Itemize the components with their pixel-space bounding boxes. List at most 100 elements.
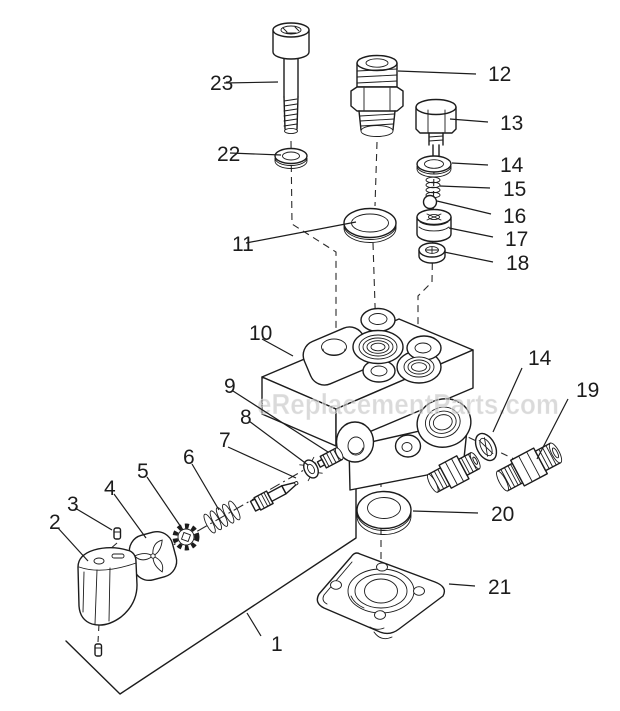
leader-line — [412, 510, 479, 514]
callout-9-threaded-plug: 9 — [224, 375, 329, 453]
callout-number: 13 — [500, 112, 523, 135]
leader-line — [246, 612, 262, 637]
part-12-valve-fitting — [350, 54, 404, 137]
part-1-assembly-line — [65, 457, 357, 695]
leader-line — [245, 221, 357, 244]
callout-14-washer-right: 14 — [492, 347, 552, 433]
part-18-seat-nut — [418, 242, 446, 264]
part-2-knob-bottom-pin — [94, 643, 103, 657]
callout-23-socket-head-bolt: 23 — [210, 72, 279, 95]
callout-number: 15 — [503, 178, 526, 201]
callout-number: 7 — [219, 429, 231, 452]
leader-line — [232, 390, 329, 453]
callout-number: 22 — [217, 143, 240, 166]
leader-line — [448, 583, 476, 587]
part-7-needle-valve — [249, 481, 299, 512]
callout-number: 10 — [249, 322, 272, 345]
part-17-valve-seat — [416, 208, 452, 243]
leader-line — [397, 70, 477, 75]
callout-number: 19 — [576, 379, 599, 402]
part-19-hex-nipple-fitting — [496, 442, 563, 492]
callout-number: 11 — [232, 233, 254, 256]
part-8-lock-nut — [299, 456, 323, 482]
leader-line — [451, 162, 489, 166]
callout-number: 5 — [137, 460, 149, 483]
callout-number: 8 — [240, 406, 252, 429]
leader-line — [536, 398, 569, 460]
leader-line — [439, 185, 491, 189]
part-13-hex-cap — [415, 98, 457, 161]
part-unlabeled-fitting — [426, 452, 481, 493]
leader-line — [113, 493, 147, 539]
leader-line — [223, 81, 279, 84]
leader-line — [492, 367, 523, 433]
leader-line — [443, 251, 494, 263]
callout-15-small-spring: 15 — [439, 178, 526, 201]
callout-number: 1 — [271, 633, 283, 656]
leader-line — [74, 507, 113, 531]
callout-number: 2 — [49, 511, 61, 534]
callout-number: 20 — [491, 503, 514, 526]
callout-6-spring: 6 — [183, 446, 220, 511]
leader-line — [248, 420, 309, 466]
leader-line — [449, 118, 489, 123]
leader-line — [227, 446, 297, 479]
callout-20-flat-seal-washer: 20 — [412, 503, 514, 526]
leader-line — [261, 338, 294, 357]
callout-21-mounting-plate: 21 — [448, 576, 511, 599]
part-4-cam — [128, 530, 178, 582]
callout-number: 16 — [503, 205, 526, 228]
part-5-star-lock-washer — [172, 523, 200, 551]
part-14-washer-top — [416, 155, 452, 178]
part-10-manifold-block — [261, 307, 474, 491]
part-23-socket-head-bolt — [272, 22, 310, 135]
callout-number: 12 — [488, 63, 511, 86]
callout-12-valve-fitting: 12 — [397, 63, 511, 86]
leader-line — [229, 152, 282, 156]
leader-line — [146, 476, 184, 531]
callout-18-seat-nut: 18 — [443, 251, 529, 275]
callout-number: 6 — [183, 446, 195, 469]
callout-10-manifold-block: 10 — [249, 322, 294, 357]
part-15-small-spring — [425, 176, 441, 199]
callout-4-cam: 4 — [104, 477, 147, 539]
callout-5-star-lock-washer: 5 — [137, 460, 184, 531]
callout-number: 14 — [528, 347, 552, 370]
callout-11-o-ring: 11 — [232, 221, 357, 256]
part-20-flat-seal-washer — [356, 490, 412, 535]
callout-1-assembly-reference-line: 1 — [246, 612, 283, 656]
part-2-control-knob — [77, 547, 138, 626]
watermark-text: eReplacementParts.com — [257, 389, 559, 421]
leader-line — [448, 227, 494, 238]
part-9-threaded-plug — [316, 447, 344, 469]
callout-number: 21 — [488, 576, 511, 599]
part-21-mounting-plate — [316, 552, 446, 640]
callout-8-lock-nut: 8 — [240, 406, 309, 466]
callout-19-hex-nipple-fitting: 19 — [536, 379, 599, 460]
callout-22-washer-bolt: 22 — [217, 143, 282, 166]
part-14-washer-right — [474, 432, 498, 462]
callout-14-washer-top: 14 — [451, 154, 524, 177]
leader-line — [436, 200, 492, 215]
callout-number: 14 — [500, 154, 524, 177]
callout-number: 17 — [505, 228, 528, 251]
callout-17-valve-seat: 17 — [448, 227, 528, 251]
callout-number: 3 — [67, 493, 79, 516]
callout-3-knob-pin: 3 — [67, 493, 113, 531]
part-3-knob-pin — [113, 527, 122, 540]
callout-number: 18 — [506, 252, 529, 275]
callout-7-needle-valve: 7 — [219, 429, 297, 479]
part-6-spring — [203, 500, 241, 534]
callout-2-control-knob: 2 — [49, 511, 89, 562]
callout-number: 9 — [224, 375, 236, 398]
leader-line — [57, 527, 89, 562]
callout-16-ball: 16 — [436, 200, 526, 228]
callout-number: 23 — [210, 72, 233, 95]
part-11-o-ring — [343, 207, 397, 243]
part-22-washer — [274, 147, 308, 169]
callout-number: 4 — [104, 477, 116, 500]
leader-line — [191, 463, 220, 511]
